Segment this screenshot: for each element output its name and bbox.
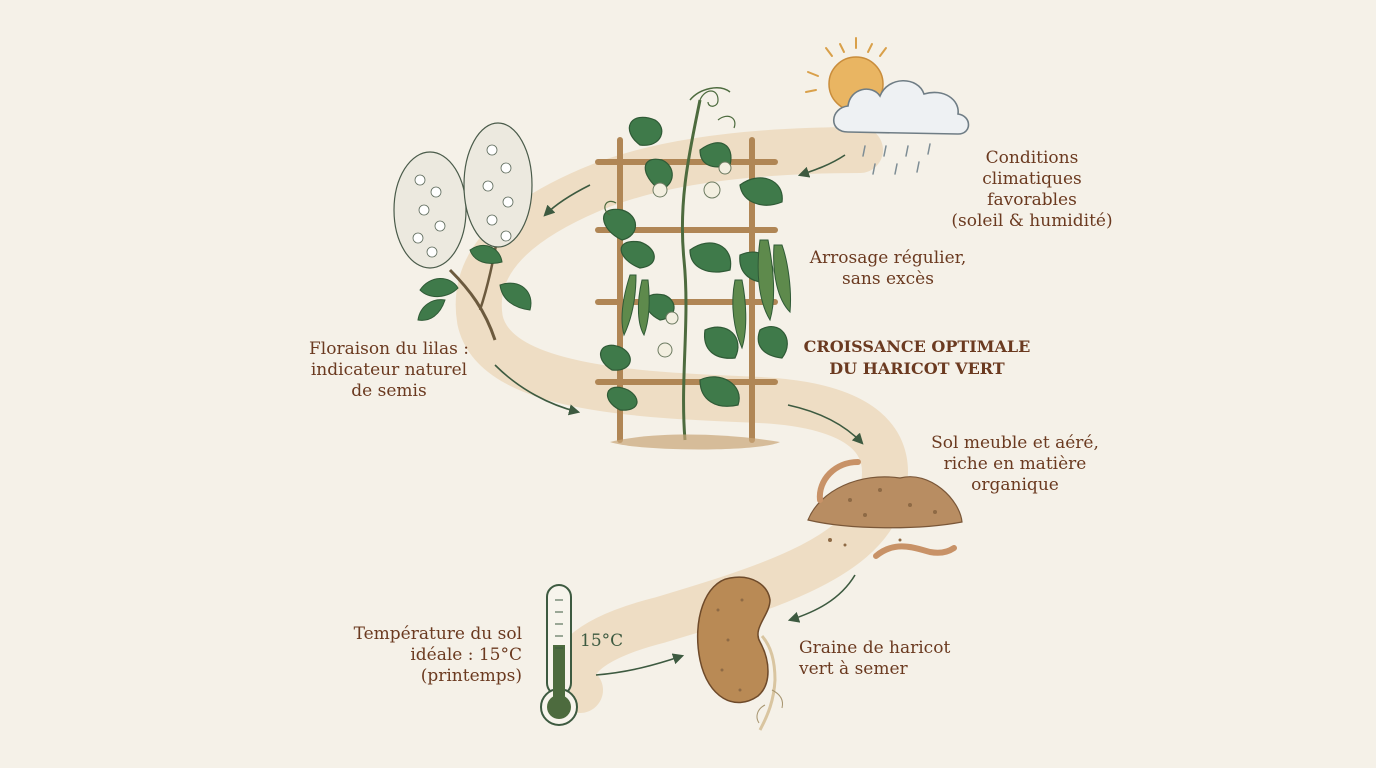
arrow-soil-to-seed: [787, 574, 856, 623]
diagram-title: CROISSANCE OPTIMALE DU HARICOT VERT: [803, 337, 1031, 378]
arrow-thermometer-to-seed: [595, 653, 685, 676]
label-temperature: Température du sol idéale : 15°C (printe…: [353, 624, 522, 686]
arrow-plant-to-lilac: [543, 184, 591, 217]
worm-icon: [816, 459, 957, 559]
bean-plant-icon: [600, 87, 791, 450]
thermometer-icon: [540, 584, 578, 726]
lilac-branch-icon: [393, 122, 533, 341]
arrow-climate-to-plant: [797, 154, 846, 178]
thermometer-reading: 15°C: [580, 631, 624, 651]
label-climate: Conditions climatiques favorables (solei…: [951, 148, 1113, 231]
label-soil: Sol meuble et aéré, riche en matière org…: [931, 433, 1099, 495]
soil-pile-icon: [807, 476, 963, 547]
cloud-icon: [832, 80, 970, 135]
label-watering: Arrosage régulier, sans excès: [809, 248, 967, 289]
arrow-lilac-to-plant: [494, 364, 581, 416]
label-seed: Graine de haricot vert à semer: [799, 638, 951, 679]
arrow-plant-to-soil: [787, 404, 864, 445]
label-lilac: Floraison du lilas : indicateur naturel …: [308, 339, 469, 401]
bean-seed-icon: [696, 576, 783, 731]
rain-icon: [862, 143, 931, 175]
